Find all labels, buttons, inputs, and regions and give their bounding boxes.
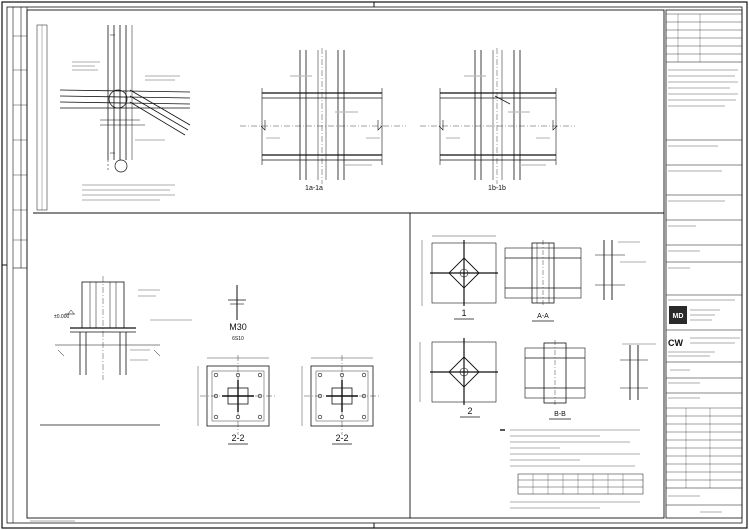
- plan-node-circle: [108, 89, 128, 109]
- plan-axis-bubble: [114, 159, 128, 173]
- left-revision-strip: [12, 7, 28, 523]
- detail-1: 1: [421, 235, 498, 320]
- section-b-b: B-B: [524, 340, 586, 420]
- drawing-frame: [26, 9, 665, 519]
- section-1b-1b: 1b-1b: [420, 48, 575, 192]
- bolt-label: M30: [229, 322, 247, 332]
- label-2-2-left: 2-2: [231, 433, 244, 443]
- label-b-b: B-B: [554, 411, 566, 418]
- inner-border: [6, 6, 743, 524]
- bolt-detail: M30 6S10: [228, 285, 247, 342]
- md-logo-mark: [669, 306, 687, 324]
- cw-logo: CW: [668, 338, 683, 348]
- bolt-spec: 6S10: [232, 336, 244, 342]
- label-a-a: A-A: [537, 313, 549, 320]
- label-detail-2: 2: [467, 406, 472, 416]
- section-1a-1a: 1a-1a: [240, 48, 406, 192]
- title-block: MD CW: [665, 9, 743, 519]
- label-2-2-right: 2-2: [335, 433, 348, 443]
- elevation-mark: ±0.000: [54, 314, 69, 320]
- general-notes: [500, 429, 644, 509]
- plan-2-2-right: 2-2: [301, 355, 380, 445]
- notes-table: [517, 473, 644, 495]
- plan-2-2-left: 2-2: [197, 355, 276, 445]
- label-1a-1a: 1a-1a: [305, 185, 323, 192]
- section-a-a: A-A: [504, 240, 582, 322]
- side-detail-upper: [595, 240, 646, 300]
- label-detail-1: 1: [461, 308, 466, 318]
- plan-detail: [36, 24, 191, 211]
- md-logo-text: MD: [673, 313, 684, 320]
- column-base-elevation: ±0.000: [40, 276, 192, 426]
- detail-2: 2: [419, 338, 498, 418]
- side-detail-lower: [620, 343, 656, 400]
- label-1b-1b: 1b-1b: [488, 185, 506, 192]
